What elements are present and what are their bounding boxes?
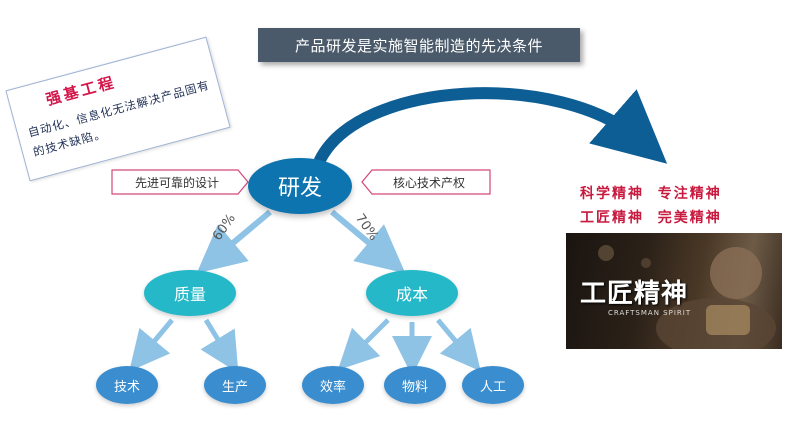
arrow-root-cost (330, 209, 406, 274)
arrow-quality-tech (129, 318, 174, 372)
big-curved-arrow (314, 87, 668, 166)
node-labor: 人工 (462, 366, 524, 404)
left-tag-shape (111, 169, 249, 195)
arrow-cost-labor (436, 318, 481, 372)
node-cost: 成本 (366, 270, 458, 316)
node-quality: 质量 (144, 270, 236, 316)
left-tag: 先进可靠的设计 (134, 175, 219, 190)
photo-subtitle: CRAFTSMAN SPIRIT (608, 309, 692, 317)
arrow-quality-production (200, 318, 239, 374)
node-material: 物料 (384, 366, 446, 404)
node-tech: 技术 (96, 366, 158, 404)
arrow-cost-efficiency (337, 318, 390, 371)
right-tag: 核心技术产权 (392, 175, 465, 190)
node-efficiency: 效率 (302, 366, 364, 404)
spirit-line-1: 科学精神 专注精神 (580, 186, 722, 202)
node-rd: 研发 (248, 158, 352, 214)
photo-shapes (598, 245, 776, 349)
craftsman-photo: 工匠精神 CRAFTSMAN SPIRIT (566, 233, 782, 349)
spirit-line-2: 工匠精神 完美精神 (580, 210, 722, 226)
node-production: 生产 (204, 366, 266, 404)
photo-title: 工匠精神 (580, 279, 689, 309)
banner-title: 产品研发是实施智能制造的先决条件 (258, 28, 580, 62)
right-tag-shape (361, 169, 491, 195)
arrow-root-quality (196, 209, 272, 274)
